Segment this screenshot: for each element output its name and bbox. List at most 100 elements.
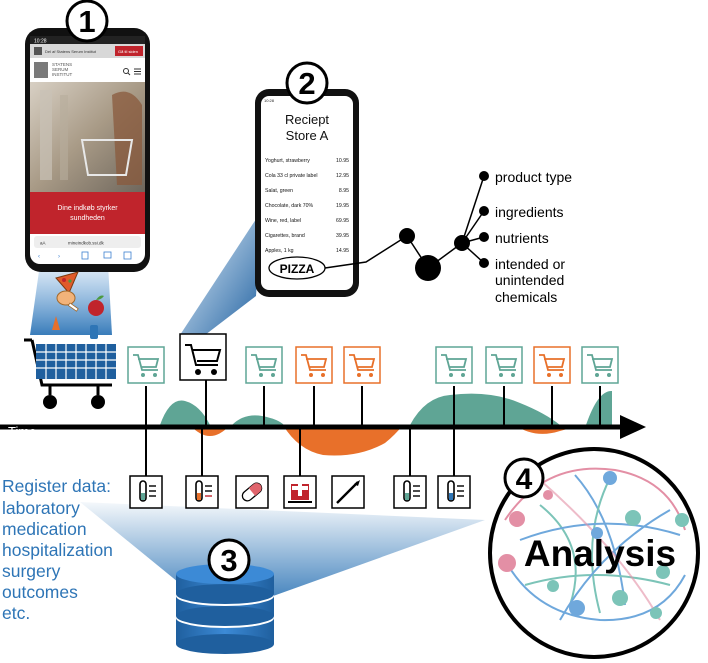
share-icon[interactable]	[81, 251, 89, 260]
register-item: laboratory	[2, 498, 80, 518]
receipt-item-price: 69.95	[336, 218, 349, 224]
analysis-label: Analysis	[524, 533, 676, 574]
register-item: surgery	[2, 561, 61, 581]
cart-box-teal	[485, 346, 523, 384]
surgery-box	[331, 475, 365, 509]
ssi-banner-text: Del af Statens Serum Institut	[45, 49, 97, 54]
timeline-label: Time	[8, 424, 36, 439]
promo-line1: Dine indkøb styrker	[57, 205, 118, 212]
step-2-number: 2	[298, 66, 315, 101]
store-photo-shelf2	[60, 95, 68, 180]
store-photo-shelf	[40, 90, 52, 180]
cart-box-teal	[127, 346, 165, 384]
search-icon-handle	[127, 72, 131, 76]
attr-unintended: unintended	[495, 272, 564, 288]
lab-test-box	[437, 475, 471, 509]
receipt-beam	[180, 210, 262, 335]
phone-2-time: 10:28	[264, 98, 275, 103]
intake-curve	[232, 415, 284, 425]
ssi-logo-icon	[34, 62, 48, 78]
attr-product-type: product type	[495, 169, 572, 185]
receipt-item-price: 8.95	[339, 188, 349, 194]
promo-line2: sundheden	[70, 215, 105, 222]
network-node	[479, 232, 489, 242]
test-tube-icon	[447, 480, 455, 502]
brand-line1: STATENS	[52, 62, 72, 67]
receipt-item-price: 39.95	[336, 233, 349, 239]
url-aa[interactable]: aA	[40, 241, 46, 246]
brand-line2: SERUM	[52, 67, 69, 72]
receipt-item-price: 12.95	[336, 173, 349, 179]
url-bar[interactable]	[34, 236, 141, 248]
register-beam	[80, 502, 485, 600]
store-photo-person	[112, 91, 142, 185]
receipt-items: Yoghurt, strawberry 10.95 Cola 33 cl pri…	[265, 158, 349, 254]
promo-panel	[30, 192, 145, 234]
store-photo-cart	[80, 139, 134, 176]
receipt-item-name: Salat, green	[265, 188, 293, 194]
lab-test-box	[129, 475, 163, 509]
analysis-circle	[488, 447, 700, 659]
receipt-item-name: Apples, 1 kg	[265, 248, 294, 254]
step-3-badge	[207, 538, 251, 582]
pill-icon	[241, 482, 263, 502]
receipt-item-price: 14.95	[336, 248, 349, 254]
bottle-icon	[90, 325, 98, 339]
chicken-icon	[56, 290, 76, 306]
cart-box-teal	[581, 346, 619, 384]
step-3-number: 3	[220, 543, 237, 578]
cart-box-highlighted	[179, 333, 227, 381]
search-icon[interactable]	[123, 68, 129, 74]
cart-box-teal	[435, 346, 473, 384]
cart-box-orange	[295, 346, 333, 384]
pizza-highlight-text: PIZZA	[280, 262, 315, 276]
scalpel-icon	[336, 481, 359, 504]
attr-nutrients: nutrients	[495, 230, 549, 246]
back-icon[interactable]: ‹	[38, 254, 40, 260]
register-item: hospitalization	[2, 540, 113, 560]
network-node	[399, 228, 415, 244]
medication-box	[235, 475, 269, 509]
database-icon	[176, 564, 274, 654]
ssi-banner-button-label: Gå til siden	[118, 49, 138, 54]
forward-icon[interactable]: ›	[58, 254, 60, 260]
register-title: Register data:	[2, 476, 111, 496]
outcome-curve	[283, 425, 403, 456]
big-cart-icon	[24, 338, 116, 409]
network-node	[479, 171, 489, 181]
test-tube-icon	[195, 480, 203, 502]
receipt-item-name: Cigarettes, brand	[265, 233, 305, 239]
timeline-arrowhead	[620, 415, 646, 439]
register-item: outcomes	[2, 582, 78, 602]
url-text: mineindkob.ssi.dk	[68, 241, 105, 246]
hospitalization-box	[283, 475, 317, 509]
network-node	[479, 258, 489, 268]
lab-test-box	[393, 475, 427, 509]
product-attributes: product type ingredients nutrients inten…	[495, 169, 572, 305]
register-events	[129, 427, 471, 509]
ssi-banner-button[interactable]	[115, 46, 143, 56]
cart-box-orange	[343, 346, 381, 384]
phone-1: 10:28 Del af Statens Serum Institut Gå t…	[25, 28, 150, 272]
phone-2: 10:28 Reciept Store A Yoghurt, strawberr…	[255, 89, 359, 297]
menu-icon[interactable]	[134, 68, 141, 75]
cart-box-orange	[533, 346, 571, 384]
pizza-icon	[55, 271, 79, 294]
tabs-icon[interactable]	[123, 251, 132, 260]
register-item: medication	[2, 519, 87, 539]
receipt-item-name: Wine, red, label	[265, 218, 301, 224]
browser-toolbar: ‹ ›	[38, 251, 132, 260]
receipt-title: Reciept	[285, 112, 329, 127]
attr-intended: intended or	[495, 256, 565, 272]
attr-ingredients: ingredients	[495, 204, 564, 220]
receipt-item-name: Chocolate, dark 70%	[265, 203, 314, 209]
cart-box-teal	[245, 346, 283, 384]
receipt-item-name: Yoghurt, strawberry	[265, 158, 310, 164]
receipt-item-price: 19.95	[336, 203, 349, 209]
phone-1-time: 10:28	[34, 39, 47, 45]
apple-icon	[88, 300, 104, 316]
phone-2-screen	[261, 96, 353, 290]
carrot-icon	[52, 316, 60, 330]
bookmarks-icon[interactable]	[103, 251, 112, 259]
